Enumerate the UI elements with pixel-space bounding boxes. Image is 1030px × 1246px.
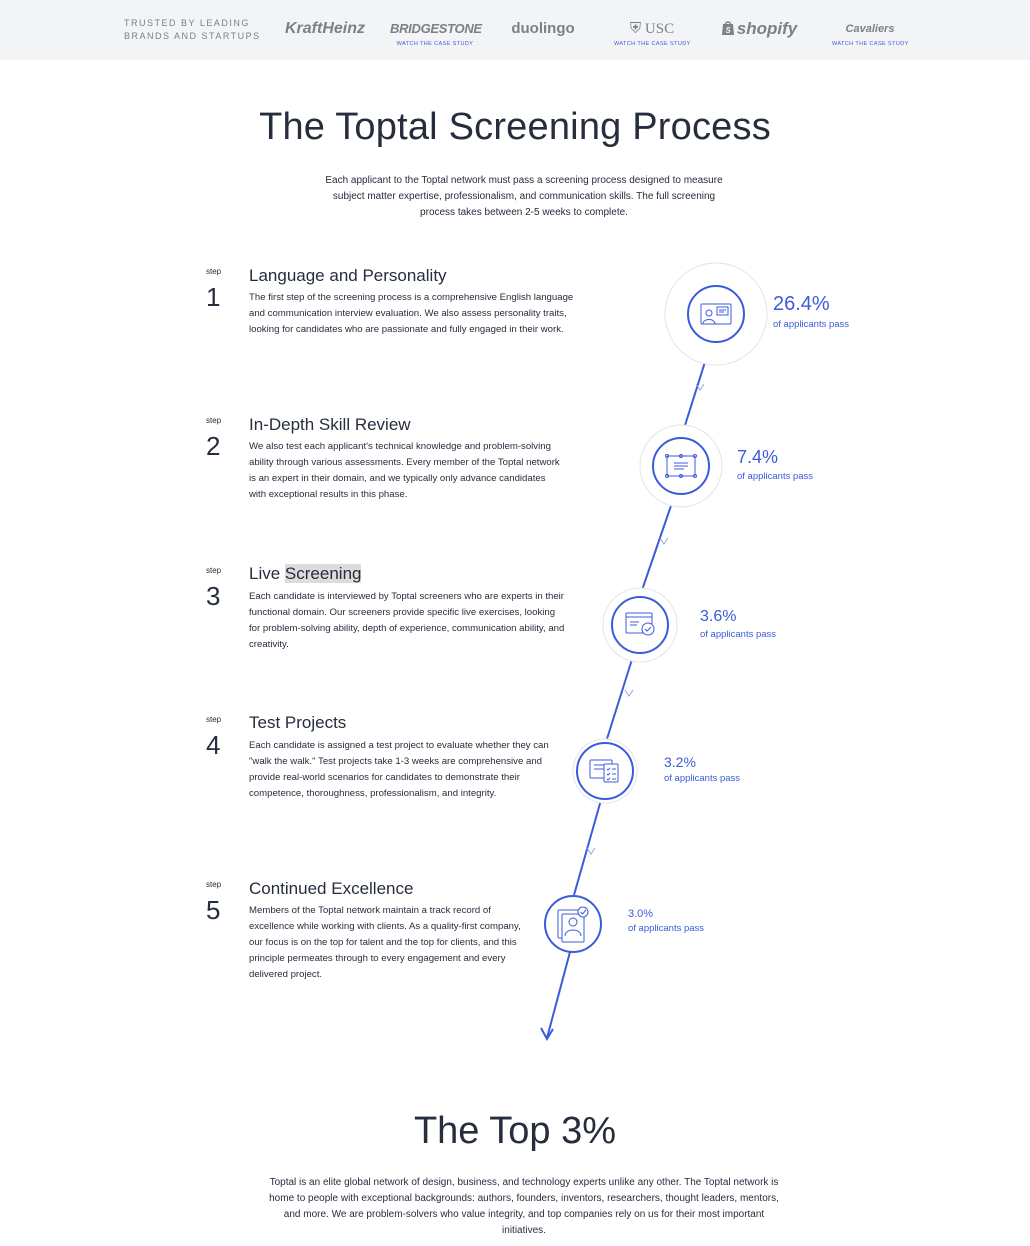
step-4-node	[572, 738, 638, 804]
chevron-down-icon	[695, 383, 705, 391]
step-number: 3	[206, 581, 221, 611]
pass-rate-label: of applicants pass	[700, 629, 777, 640]
duolingo-logo-text: duolingo	[511, 20, 575, 37]
pass-rate-value: 3.6%	[700, 608, 737, 625]
step-5-node	[544, 895, 602, 953]
step-3-node	[602, 587, 678, 663]
pass-rate-label: of applicants pass	[664, 773, 741, 784]
pass-rate-value: 26.4%	[773, 293, 830, 315]
step-number: 4	[206, 730, 221, 760]
chevron-down-icon	[586, 847, 596, 855]
shopify-bag-icon: S	[721, 21, 734, 35]
step-2-pass-rate: 7.4% of applicants pass	[737, 447, 813, 482]
cavaliers-logo-text: Cavaliers	[845, 23, 895, 35]
kraftheinz-logo-text: KraftHeinz	[284, 20, 365, 37]
usc-logo-text: ⛨ USC	[614, 16, 690, 42]
assessment-board-icon	[665, 454, 697, 478]
top-3-percent-description: Toptal is an elite global network of des…	[269, 1177, 779, 1236]
step-title: Test Projects	[249, 713, 347, 732]
pass-rate-value: 3.2%	[664, 754, 696, 770]
usc-shield-icon: ⛨	[629, 21, 645, 37]
cavaliers-case-study-link[interactable]: WATCH THE CASE STUDY	[832, 41, 909, 47]
step-label: step	[206, 416, 222, 425]
page-title: The Toptal Screening Process	[259, 106, 771, 148]
step-label: step	[206, 566, 222, 575]
step-title: In-Depth Skill Review	[249, 415, 411, 434]
pass-rate-value: 7.4%	[737, 447, 779, 467]
usc-case-study-link[interactable]: WATCH THE CASE STUDY	[614, 41, 691, 47]
trusted-by-label: TRUSTED BY LEADING BRANDS AND STARTUPS	[124, 18, 261, 41]
step-title: Live Screening	[249, 564, 362, 584]
bridgestone-logo-text: BRIDGESTONE	[390, 21, 482, 36]
step-2-node	[639, 424, 723, 508]
pass-rate-value: 3.0%	[628, 908, 654, 920]
step-number: 2	[206, 431, 221, 461]
top-3-percent-heading: The Top 3%	[413, 1110, 617, 1152]
step-title: Language and Personality	[249, 266, 447, 285]
chevron-down-icon	[624, 689, 634, 697]
intro-paragraph: Each applicant to the Toptal network mus…	[325, 175, 723, 218]
pass-rate-label: of applicants pass	[628, 923, 705, 934]
step-description: Each candidate is assigned a test projec…	[249, 740, 549, 799]
usc-logo[interactable]: ⛨ USC WATCH THE CASE STUDY	[614, 16, 690, 47]
shopify-logo-label: shopify	[736, 19, 798, 38]
bridgestone-case-study-link[interactable]: WATCH THE CASE STUDY	[396, 41, 474, 47]
step-label: step	[206, 267, 222, 276]
live-screen-icon	[625, 612, 655, 636]
step-label: step	[206, 715, 222, 724]
step-description: The first step of the screening process …	[249, 292, 574, 335]
step-title: Continued Excellence	[249, 879, 414, 898]
step-title-highlight: Screening	[284, 564, 362, 583]
step-3-pass-rate: 3.6% of applicants pass	[700, 608, 776, 640]
usc-logo-label: USC	[644, 21, 675, 37]
timeline-end-arrow-icon	[540, 1027, 554, 1042]
step-label: step	[206, 880, 222, 889]
kraftheinz-logo: KraftHeinz	[283, 16, 367, 42]
step-number: 5	[206, 895, 221, 925]
chevron-down-icon	[659, 537, 669, 545]
verified-profile-icon	[557, 906, 589, 943]
bridgestone-logo[interactable]: BRIDGESTONE WATCH THE CASE STUDY	[390, 16, 482, 47]
timeline-connector	[540, 342, 712, 1042]
step-number: 1	[206, 282, 221, 312]
step-description: We also test each applicant's technical …	[249, 441, 560, 500]
checklist-icon	[589, 759, 619, 783]
trusted-brands-bar: TRUSTED BY LEADING BRANDS AND STARTUPS K…	[0, 0, 1030, 60]
step-1-pass-rate: 26.4% of applicants pass	[773, 293, 849, 330]
svg-text:S: S	[725, 26, 731, 35]
cavaliers-logo[interactable]: Cavaliers WATCH THE CASE STUDY	[832, 16, 908, 47]
duolingo-logo: duolingo	[508, 16, 578, 42]
step-description: Each candidate is interviewed by Toptal …	[249, 591, 565, 650]
step-1-node	[664, 262, 768, 366]
pass-rate-label: of applicants pass	[737, 471, 814, 482]
step-description: Members of the Toptal network maintain a…	[249, 905, 521, 980]
step-5-pass-rate: 3.0% of applicants pass	[628, 908, 704, 934]
step-4-pass-rate: 3.2% of applicants pass	[664, 754, 740, 784]
step-title-prefix: Live	[249, 564, 285, 583]
interview-chat-icon	[700, 303, 732, 325]
pass-rate-label: of applicants pass	[773, 319, 850, 330]
